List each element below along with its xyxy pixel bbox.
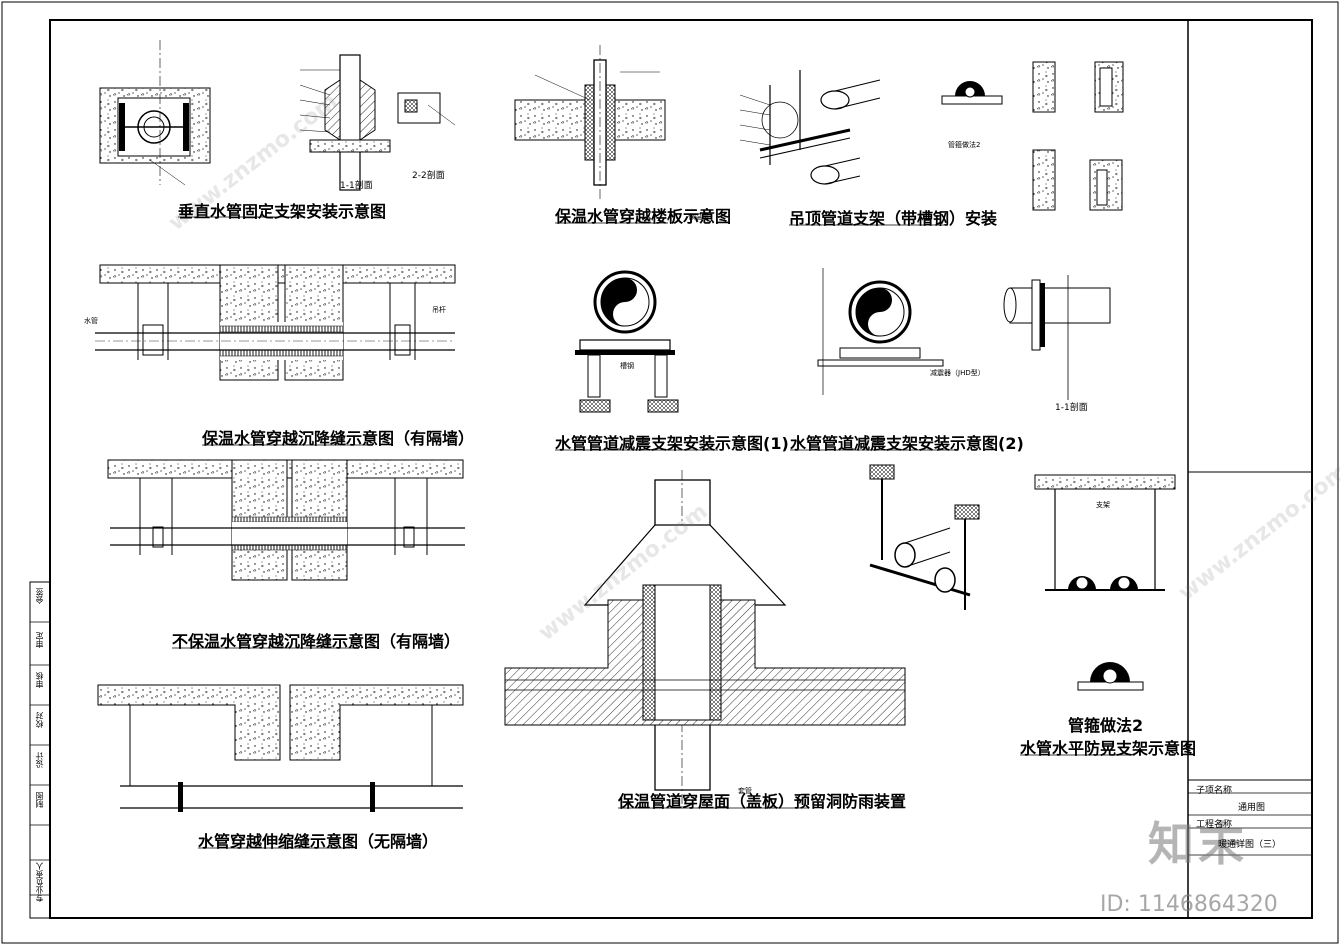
id-watermark: ID: 1146864320 [1100,892,1278,917]
title-pipe-through-floor: 保温水管穿越楼板示意图 [555,207,732,226]
detail-clamp-small-top [941,81,1003,105]
side-block-2: 审核 [35,672,44,688]
detail-roof-penetration [504,470,906,805]
detail-damping-bracket-2 [817,268,944,395]
side-block-3: 校对 [35,712,44,728]
title-block-project: 工程名称 [1196,820,1233,830]
label-channel: 槽钢 [620,362,634,370]
detail-anti-sway-bracket [1034,474,1176,691]
detail-damping-bracket-1 [575,270,679,413]
title-vertical-fixed-bracket: 垂直水管固定支架安装示意图 [178,202,387,221]
side-block-6: 专业负责人 [35,862,44,902]
side-block-4: 设计 [35,752,44,768]
title-block-drawing-name: 通用图 [1238,803,1266,813]
section-2-2: 2-2剖面 [412,171,445,181]
detail-3d-bracket [869,464,980,610]
title-expansion-joint: 水管穿越伸缩缝示意图（无隔墙） [198,832,439,851]
title-damping-2: 水管管道减震支架安装示意图(2) [790,434,1024,453]
label-insulation: 保温层 [688,213,709,221]
title-clamp-2: 管箍做法2 [1068,716,1144,735]
detail-vertical-fixed-bracket [99,40,456,191]
title-clamp-small: 管箍做法2 [948,141,981,149]
title-ceiling-support: 吊顶管道支架（带槽钢）安装 [789,209,998,228]
title-block-client: 子项名称 [1196,786,1233,796]
label-water-pipe: 水管 [84,317,98,325]
section-1-1-right: 1-1剖面 [1055,403,1088,413]
title-settlement-insulated: 保温水管穿越沉降缝示意图（有隔墙） [202,429,475,448]
side-block-5: 制图 [35,792,44,808]
label-hanger: 吊杆 [432,306,446,314]
title-anti-sway: 水管水平防晃支架示意图 [1020,739,1197,758]
title-roof-penetration: 保温管道穿屋面（盖板）预留洞防雨装置 [618,792,907,811]
label-bracket: 支架 [1096,501,1110,509]
detail-ceiling-support-channel [739,70,881,185]
section-1-1: 1-1剖面 [340,181,373,191]
side-block-0: 会签 [35,588,44,604]
detail-expansion-joint [97,684,464,812]
side-block-1: 审定 [35,632,44,648]
label-damper: 减震器（JHD型） [930,369,985,377]
label-sleeve: 套管 [738,787,752,795]
title-settlement-bare: 不保温水管穿越沉降缝示意图（有隔墙） [172,632,461,651]
detail-section-1-1-right [1003,275,1111,400]
detail-settlement-joint-bare [107,459,465,581]
detail-embedded-plates [1032,61,1124,211]
title-damping-1: 水管管道减震支架安装示意图(1) [555,434,789,453]
detail-pipe-through-floor [514,45,666,200]
brand-watermark: 知末 [1148,817,1248,871]
detail-settlement-joint-insulated [95,264,456,381]
title-block-sheet-title: 暖通详图（三） [1218,840,1282,850]
